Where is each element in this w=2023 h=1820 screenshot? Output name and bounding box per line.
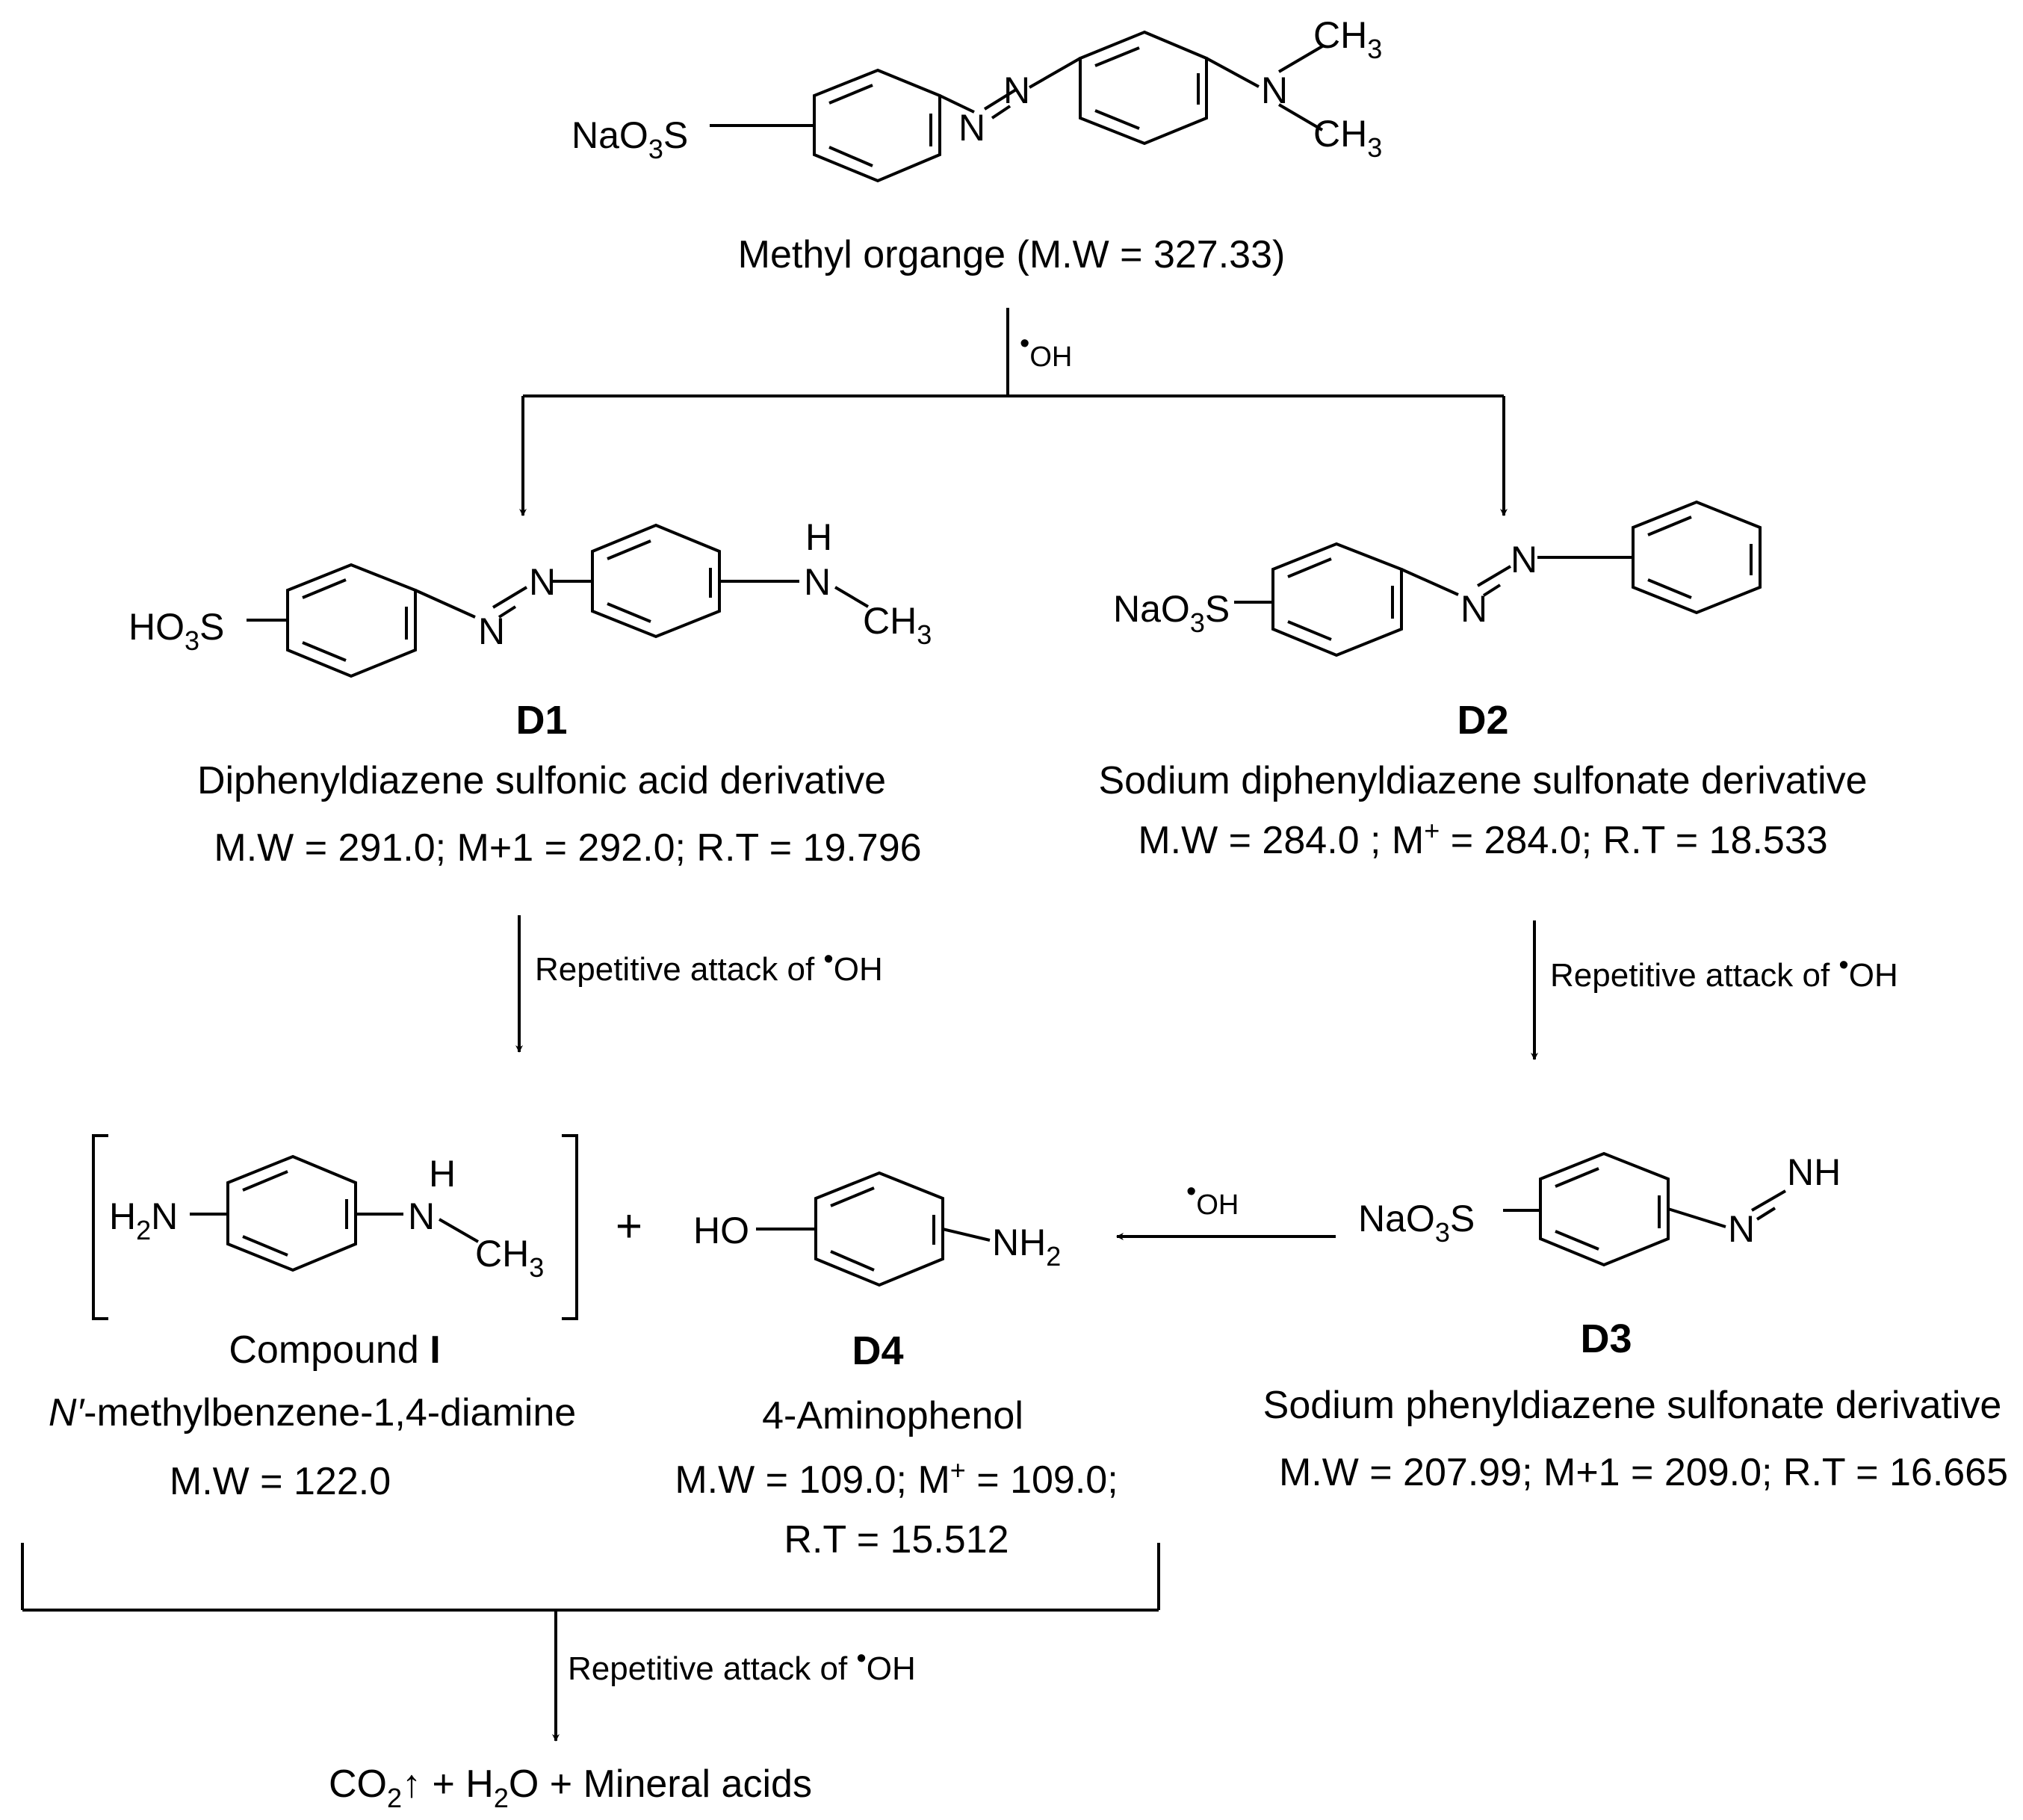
compound-i-nh-h-label: H <box>429 1153 456 1195</box>
compound-i-structure <box>92 1134 578 1320</box>
azo-n2-label: N <box>1003 69 1030 111</box>
d4-hydroxyl-label: HO <box>693 1210 749 1251</box>
d3-sulfonate-label: NaO3S <box>1358 1198 1475 1248</box>
compound-i-data: M.W = 122.0 <box>170 1460 391 1503</box>
d1-id: D1 <box>515 698 567 743</box>
d1-sulfonic-label: HO3S <box>128 606 224 656</box>
methyl-orange-structure <box>710 30 1324 183</box>
d1-azo-n1-label: N <box>478 610 505 652</box>
compound-i-amine-label: H2N <box>109 1195 178 1245</box>
d2-step-label: Repetitive attack of •OH <box>1550 950 1898 994</box>
d4-data: M.W = 109.0; M+ = 109.0; <box>675 1455 1118 1502</box>
d2-sulfonate-label: NaO3S <box>1113 588 1230 638</box>
d2-azo-n1-label: N <box>1460 588 1487 630</box>
methyl-top-label: CH3 <box>1313 14 1382 64</box>
d3-data: M.W = 207.99; M+1 = 209.0; R.T = 16.665 <box>1279 1451 2008 1494</box>
d1-data: M.W = 291.0; M+1 = 292.0; R.T = 19.796 <box>214 826 921 870</box>
step1-reagent: •OH <box>1020 328 1072 373</box>
compound-i-nh-n-label: N <box>408 1195 435 1237</box>
plus-sign: + <box>616 1201 642 1252</box>
final-step-label: Repetitive attack of •OH <box>568 1643 916 1687</box>
methyl-orange-caption: Methyl organge (M.W = 327.33) <box>738 233 1286 276</box>
d3-name: Sodium phenyldiazene sulfonate derivativ… <box>1263 1384 2002 1427</box>
d3-id: D3 <box>1580 1316 1632 1361</box>
sulfonate-label: NaO3S <box>571 114 688 164</box>
d2-structure <box>1234 500 1762 657</box>
d2-azo-n2-label: N <box>1511 539 1537 581</box>
d1-structure <box>247 523 870 678</box>
dimethylamino-n-label: N <box>1261 69 1288 111</box>
compound-i-methyl-label: CH3 <box>475 1233 544 1283</box>
azo-n1-label: N <box>958 107 985 149</box>
d2-data: M.W = 284.0 ; M+ = 284.0; R.T = 18.533 <box>1138 815 1827 862</box>
d4-structure <box>756 1171 991 1287</box>
d3-structure <box>1503 1151 1787 1267</box>
final-products: CO2↑ + H2O + Mineral acids <box>329 1762 812 1813</box>
d4-retention: R.T = 15.512 <box>784 1518 1009 1561</box>
d3-azo-n-label: N <box>1728 1208 1755 1250</box>
compound-i-caption: Compound I <box>229 1328 440 1372</box>
d3-step-reagent: •OH <box>1186 1176 1239 1221</box>
d3-nh-label: NH <box>1787 1151 1841 1193</box>
methyl-bottom-label: CH3 <box>1313 113 1382 163</box>
d1-azo-n2-label: N <box>529 561 556 603</box>
d4-id: D4 <box>852 1328 903 1373</box>
d1-nh-h-label: H <box>805 516 832 558</box>
d4-amine-label: NH2 <box>992 1222 1061 1272</box>
d1-methyl-label: CH3 <box>863 600 932 650</box>
d1-name: Diphenyldiazene sulfonic acid derivative <box>197 759 886 802</box>
d2-name: Sodium diphenyldiazene sulfonate derivat… <box>1098 759 1867 802</box>
d1-step-label: Repetitive attack of •OH <box>535 944 883 988</box>
split-arrow <box>519 308 1508 516</box>
d1-nh-n-label: N <box>804 561 831 603</box>
compound-i-name: N′-methylbenzene-1,4-diamine <box>49 1391 576 1434</box>
d4-name: 4-Aminophenol <box>762 1394 1023 1437</box>
final-mineralization-arrow <box>21 1543 1160 1742</box>
d2-id: D2 <box>1457 698 1508 743</box>
